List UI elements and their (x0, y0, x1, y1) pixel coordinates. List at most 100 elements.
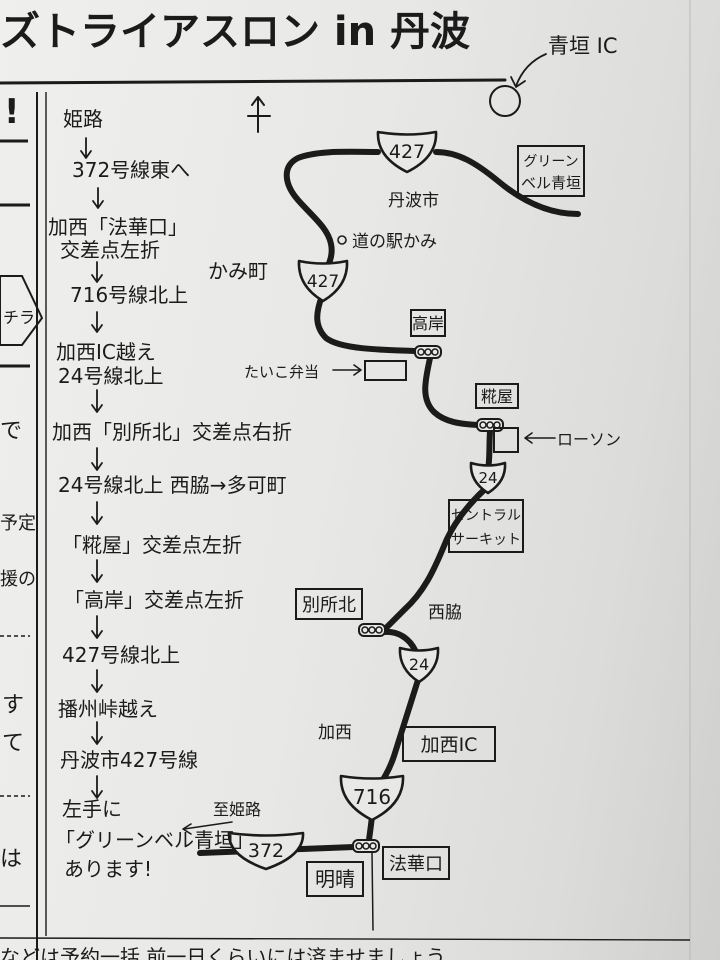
side-arrow-shape (0, 275, 44, 346)
route-segment (381, 628, 418, 653)
place-label: 加西IC (421, 734, 478, 756)
down-arrow-icon (91, 721, 103, 745)
traffic-signal-icon (476, 418, 504, 432)
place-label: 法華口 (389, 854, 443, 875)
bessho-kita-box: 別所北 (295, 588, 363, 620)
direction-step: 「高岸」交差点左折 (64, 588, 244, 612)
takagishi-box: 高岸 (410, 309, 446, 337)
nishiwaki-label: 西脇 (428, 603, 462, 623)
down-arrow-icon (91, 311, 103, 333)
direction-step: 427号線北上 (62, 643, 181, 667)
route-shield-icon (376, 130, 438, 174)
down-arrow-icon (80, 137, 92, 159)
green-bell-aogaki-box: グリーン ベル青垣 (517, 145, 585, 197)
route-shield-icon (297, 259, 349, 303)
taiko-bento-label: たいこ弁当 (244, 363, 319, 381)
tamba-city-label: 丹波市 (388, 191, 439, 211)
direction-step: 「グリーンベル青垣」 (55, 828, 254, 852)
place-label: 別所北 (302, 595, 356, 616)
central-circuit-box: セントラル サーキット (448, 499, 524, 553)
place-box (517, 145, 585, 197)
place-box (410, 309, 446, 337)
bottom-rule (0, 937, 691, 941)
direction-step: 24号線北上 (58, 364, 164, 388)
place-label: サーキット (451, 532, 521, 548)
route-shield-icon (469, 461, 507, 495)
kasai-label: 加西 (318, 723, 352, 743)
aogaki-ic-marker (489, 85, 521, 117)
route-line (197, 148, 581, 931)
left-arrow-icon (182, 821, 233, 835)
route-segment (373, 677, 421, 793)
ic-pointer-arrow-icon (510, 53, 547, 88)
lawson-label: ローソン (557, 430, 621, 449)
down-arrow-icon (91, 261, 103, 283)
place-label: 糀屋 (481, 387, 513, 406)
down-arrow-icon (92, 187, 104, 209)
route-number: 427 (307, 272, 339, 292)
route-segment (314, 293, 419, 354)
route-shield-icon (227, 831, 305, 871)
side-arrow-label: チラ (3, 308, 36, 327)
direction-step: 丹波市427号線 (60, 748, 199, 772)
direction-step: あります! (64, 857, 153, 881)
north-arrow-icon (247, 96, 271, 133)
side-road-line (371, 851, 374, 931)
direction-step: 716号線北上 (70, 283, 189, 307)
kasai-ic-box: 加西IC (402, 726, 496, 762)
route-shield-24-north: 24 (469, 461, 507, 495)
direction-step: 372号線東へ (72, 158, 191, 182)
place-box (306, 861, 364, 897)
route-segment (433, 149, 581, 217)
direction-arrows (80, 137, 104, 799)
place-label: 高岸 (412, 314, 444, 333)
place-box (448, 499, 524, 553)
direction-step: 交差点左折 (60, 238, 160, 262)
place-box (475, 383, 519, 409)
route-segment (422, 355, 481, 428)
to-himeji-label: 至姫路 (213, 800, 261, 819)
side-exclamation: ! (4, 92, 20, 132)
route-shield-icon (398, 646, 440, 684)
header-underline (0, 78, 507, 85)
route-number: 372 (248, 840, 284, 862)
route-segment (283, 148, 381, 281)
route-segment (381, 487, 487, 633)
footer-note: などは予約一括 前一日くらいには済ませましょう (0, 944, 690, 960)
down-arrow-icon (91, 447, 103, 471)
route-shield-427-south: 427 (297, 259, 349, 303)
footer-text: などは予約一括 前一日くらいには済ませましょう (0, 945, 446, 960)
route-segment (485, 428, 493, 473)
route-number: 24 (409, 655, 429, 674)
route-shield-427-north: 427 (376, 130, 438, 174)
side-fragment: 援の (0, 569, 36, 590)
place-label: グリーン (523, 154, 578, 170)
down-arrow-icon (91, 389, 103, 413)
route-shield-24-south: 24 (398, 646, 440, 684)
taiko-bento-box (364, 360, 407, 381)
down-arrow-icon (91, 501, 103, 525)
side-fragment: て (2, 731, 25, 756)
route-number: 427 (389, 141, 425, 163)
hokkeguchi-box: 法華口 (382, 846, 450, 880)
right-arrow-icon (332, 364, 362, 376)
route-shield-icon (339, 774, 405, 822)
direction-step: 播州峠越え (58, 697, 158, 721)
left-arrow-icon (524, 432, 556, 444)
traffic-signal-icon (358, 623, 386, 637)
michinoeki-marker (337, 235, 347, 245)
meisei-box: 明晴 (306, 861, 364, 897)
down-arrow-icon (91, 775, 103, 799)
traffic-signal-icon (352, 839, 380, 853)
down-arrow-icon (91, 669, 103, 693)
direction-step: 姫路 (63, 107, 103, 131)
direction-step: 加西「別所北」交差点右折 (52, 420, 292, 444)
route-shield-372: 372 (227, 831, 305, 871)
page-title: ズトライアスロン in 丹波 (0, 9, 471, 55)
kojiya-box: 糀屋 (475, 383, 519, 409)
down-arrow-icon (91, 559, 103, 583)
traffic-signal-icon (414, 345, 442, 359)
side-fragment: 予定 (0, 513, 36, 534)
route-number: 716 (353, 785, 391, 809)
